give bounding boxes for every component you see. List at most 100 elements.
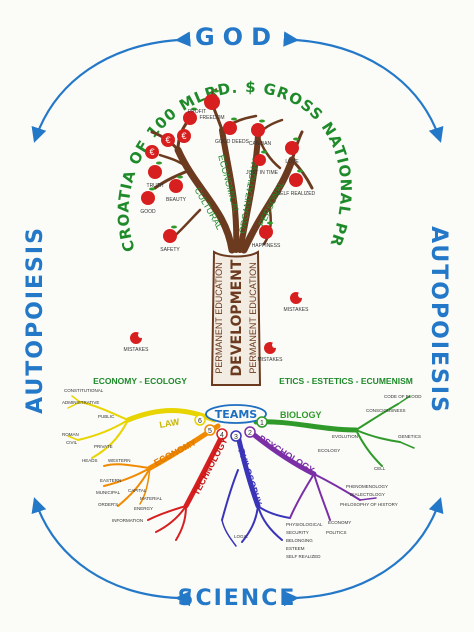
arrow-god-left: [31, 31, 191, 143]
apple-label-just-in-time: JUST IN TIME: [246, 170, 279, 176]
marker-6: 6: [194, 414, 206, 426]
marker-4-text: 4: [220, 432, 224, 439]
apple-label-love: LOVE: [285, 159, 299, 165]
branch-label-economical: ECONOMICAL: [216, 154, 241, 215]
apple-label-safety: SAFETY: [160, 247, 180, 253]
trunk-left-label: PERMANENT EDUCATION: [214, 262, 224, 373]
apple-love: [285, 137, 299, 155]
marker-3-text: 3: [234, 434, 238, 441]
teams-center: TEAMS: [205, 404, 267, 424]
technology-sub-0: MATERIAL: [140, 496, 163, 501]
ground-label-right: ETICS - ESTETICS - ECUMENISM: [279, 376, 413, 386]
apple-label-freedom: FREEDOM: [200, 115, 225, 121]
branch-label-cultural: CULTURAL: [193, 186, 225, 232]
root-label-economy: ECONOMY: [152, 437, 198, 468]
apple-safety: [163, 225, 177, 243]
biology-sub-4: GENETICS: [398, 434, 421, 439]
marker-1-text: 1: [260, 420, 264, 427]
marker-5-text: 5: [208, 428, 212, 435]
marker-2-text: 2: [248, 430, 252, 437]
trunk: [210, 250, 262, 386]
apple-label-can-ban: CAN BAN: [249, 141, 272, 147]
biology-sub-2: EVOLUTION: [332, 434, 358, 439]
biology-sub-5: CELL: [374, 466, 386, 471]
root-number-markers: 6 5 4 3 2 1: [194, 414, 268, 442]
apple-good: [141, 187, 155, 205]
economy-sub-1: EASTERN: [100, 478, 121, 483]
apple-label-happiness: HAPPINESS: [252, 243, 281, 249]
law-sub-3: ROMAN: [62, 432, 79, 437]
technology-sub-2: INFORMATION: [112, 518, 143, 523]
apple-can-ban: [251, 119, 265, 137]
marker-1: 1: [256, 416, 268, 428]
apple-just-in-time: [254, 150, 267, 166]
apple-freedom: [204, 88, 220, 110]
psychology-sub-3: POLITICS: [326, 530, 347, 535]
biology-sub-1: CONSCIOUSNESS: [366, 408, 406, 413]
root-label-psychology: PSYCHOLOGY: [257, 433, 316, 475]
apple-label-profit: PROFIT: [188, 109, 206, 115]
apple-labels: FREEDOM PROFIT GOOD DEEDS CAN BAN LOVE J…: [140, 109, 315, 253]
law-sub-0: CONSTITUTIONAL: [64, 388, 104, 393]
apple-label-self-realized: SELF REALIZED: [277, 191, 316, 197]
apple-happiness: [259, 221, 273, 239]
frame-arrows: [31, 31, 444, 607]
frame-left-label: AUTOPOIESIS: [23, 226, 48, 414]
mistake-apple-left: MISTAKES: [124, 332, 150, 353]
marker-5: 5: [204, 424, 216, 436]
philosophy-sub-4: SELF REALIZED: [286, 554, 321, 559]
trunk-main-label: DEVELOPMENT: [229, 259, 245, 376]
root-sub-labels: CONSTITUTIONAL ADMINISTRATIVE PUBLIC ROM…: [62, 388, 422, 559]
philosophy-sub-3: ESTEEM: [286, 546, 305, 551]
mistake-label-left: MISTAKES: [124, 347, 150, 353]
apple-euro-3: €: [177, 129, 191, 143]
biology-sub-0: CODE OF BLOOD: [384, 394, 422, 399]
psychology-sub-4: PHILOSOPHY OF HISTORY: [340, 502, 398, 507]
marker-3: 3: [230, 430, 242, 442]
philosophy-sub-1: SECURITY: [286, 530, 309, 535]
law-sub-6: HEADS: [82, 458, 98, 463]
law-sub-4: CIVIL: [66, 440, 78, 445]
apple-euro-2: €: [145, 145, 159, 159]
root-philosophy: [235, 433, 261, 509]
apple-truth: [148, 161, 162, 179]
mistake-label-right-top: MISTAKES: [284, 307, 310, 313]
psychology-sub-0: PHENOMENOLOGY: [346, 484, 388, 489]
philosophy-sub-5: LOGIC: [234, 534, 249, 539]
canopy-arc-title: CROATIA OF 100 MLRD. $ GROSS NATIONAL PR…: [0, 0, 355, 254]
marker-4: 4: [216, 428, 228, 440]
biology-sub-3: ECOLOGY: [318, 448, 340, 453]
trunk-right-label: PERMANENT EDUCATION: [248, 262, 258, 373]
arrow-science-right: [283, 497, 444, 607]
frame-right-label: AUTOPOIESIS: [426, 226, 451, 414]
frame-top-label: GOD: [195, 23, 279, 51]
apple-good-deeds: [223, 117, 237, 135]
law-sub-2: PUBLIC: [98, 414, 115, 419]
svg-text:€: €: [149, 147, 154, 157]
economy-sub-2: MUNICIPAL: [96, 490, 121, 495]
philosophy-sub-2: BELONGING: [286, 538, 313, 543]
mistake-apple-right-top: MISTAKES: [284, 292, 310, 313]
apple-beauty: [169, 175, 183, 193]
apple-euro-1: €: [161, 133, 175, 147]
philosophy-sub-0: PHYSIOLOGICAL: [286, 522, 323, 527]
mistake-apple-right-bottom: MISTAKES: [258, 342, 283, 363]
economy-sub-0: WESTERN: [108, 458, 131, 463]
economy-sub-3: CAPITAL: [128, 488, 147, 493]
apple-label-truth: TRUTH: [147, 183, 164, 189]
teams-label: TEAMS: [215, 408, 257, 421]
svg-text:€: €: [181, 131, 186, 141]
apple-label-good: GOOD: [140, 209, 156, 215]
canopy-apples: € € €: [141, 88, 303, 243]
root-label-biology: BIOLOGY: [280, 410, 322, 420]
frame-bottom-label: SCIENCE: [178, 586, 297, 611]
apple-self-realized: [289, 169, 303, 187]
apple-label-good-deeds: GOOD DEEDS: [215, 139, 250, 145]
psychology-sub-2: ECONOMY: [328, 520, 351, 525]
law-sub-5: PRIVATE: [94, 444, 113, 449]
economy-sub-4: ORDER'S: [98, 502, 118, 507]
law-sub-1: ADMINISTRATIVE: [62, 400, 99, 405]
root-label-philosophy: PHILOSOPHY: [236, 448, 264, 507]
